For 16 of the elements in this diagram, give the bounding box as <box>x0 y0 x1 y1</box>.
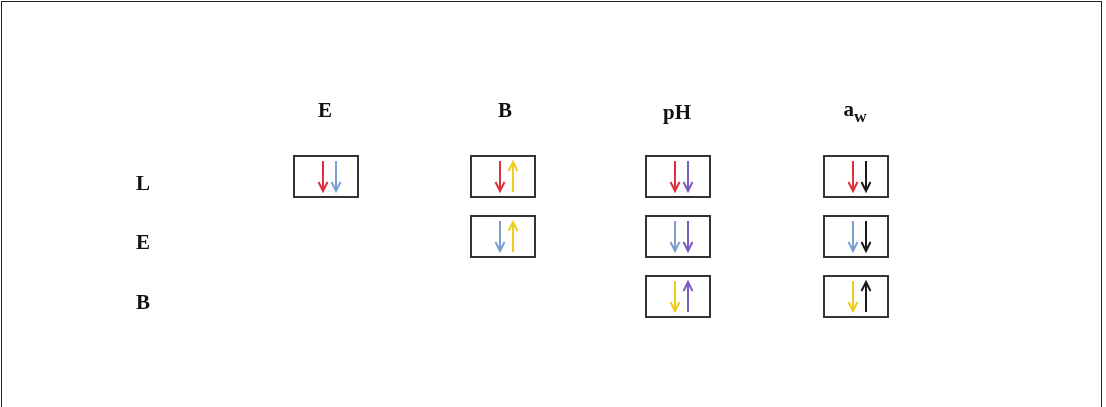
arrow-pair-box <box>645 215 711 258</box>
row-header: L <box>136 170 150 196</box>
arrow-pair-box <box>645 275 711 318</box>
arrow-pair-box <box>823 275 889 318</box>
arrow-pair-box <box>470 155 536 198</box>
row-header: E <box>136 229 150 255</box>
row-header: B <box>136 289 150 315</box>
arrow-pair-box <box>293 155 359 198</box>
arrow-pair-box <box>645 155 711 198</box>
column-header: pH <box>663 99 691 125</box>
column-header: B <box>498 97 512 123</box>
column-header: a$_{w}$ <box>843 97 867 127</box>
arrow-pair-box <box>823 155 889 198</box>
arrow-pair-box <box>470 215 536 258</box>
arrow-pair-box <box>823 215 889 258</box>
column-header: E <box>318 97 332 123</box>
